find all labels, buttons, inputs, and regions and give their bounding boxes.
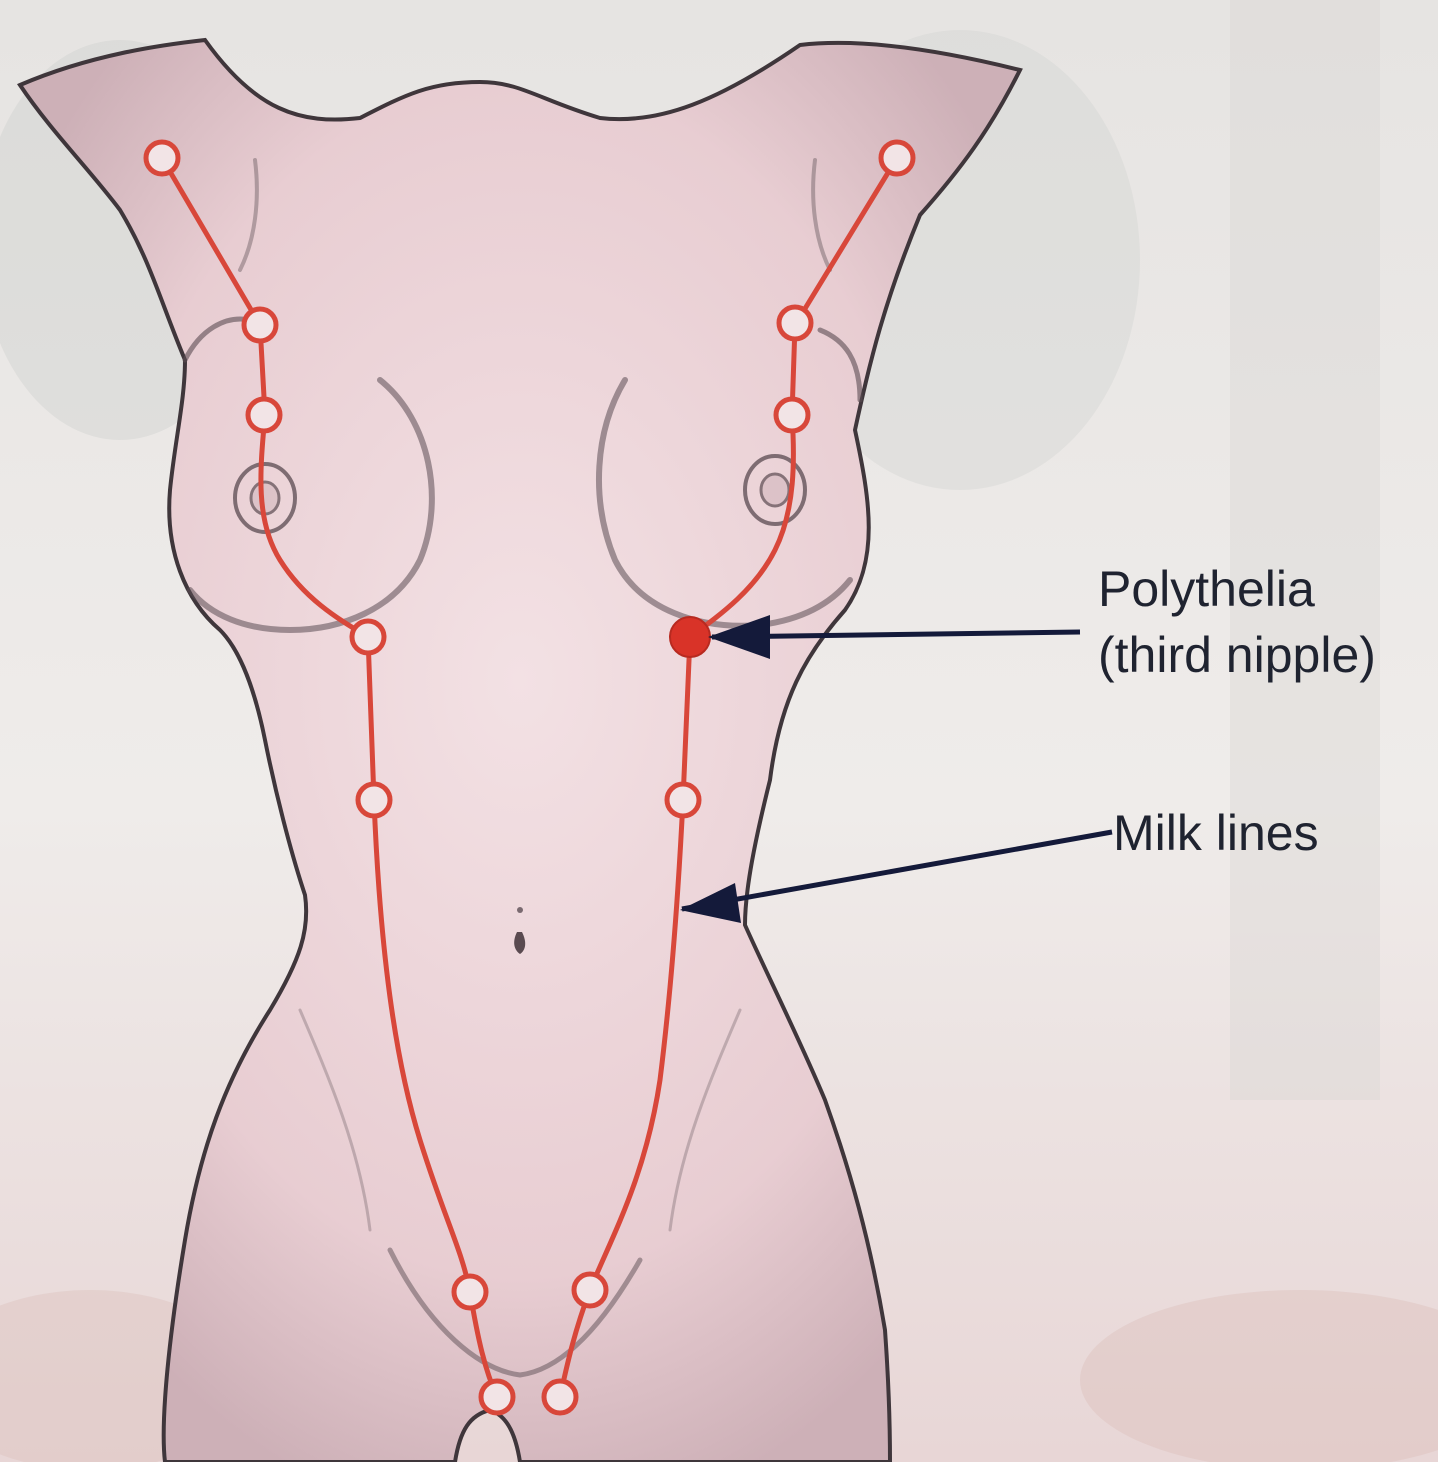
- milk-lines-label: Milk lines: [1113, 800, 1319, 866]
- marker-left-4: [352, 621, 384, 653]
- marker-right-3: [776, 399, 808, 431]
- marker-left-6: [454, 1276, 486, 1308]
- marker-right-1: [881, 142, 913, 174]
- marker-right-2: [779, 307, 811, 339]
- marker-right-7: [544, 1381, 576, 1413]
- polythelia-label-line2: (third nipple): [1098, 622, 1376, 688]
- marker-left-2: [244, 309, 276, 341]
- marker-right-6: [574, 1274, 606, 1306]
- marker-right-5: [667, 784, 699, 816]
- marker-left-5: [358, 784, 390, 816]
- polythelia-label: Polythelia (third nipple): [1098, 556, 1376, 688]
- polythelia-dot: [670, 617, 710, 657]
- polythelia-label-line1: Polythelia: [1098, 556, 1376, 622]
- marker-left-3: [248, 399, 280, 431]
- marker-left-7: [481, 1381, 513, 1413]
- marker-left-1: [146, 142, 178, 174]
